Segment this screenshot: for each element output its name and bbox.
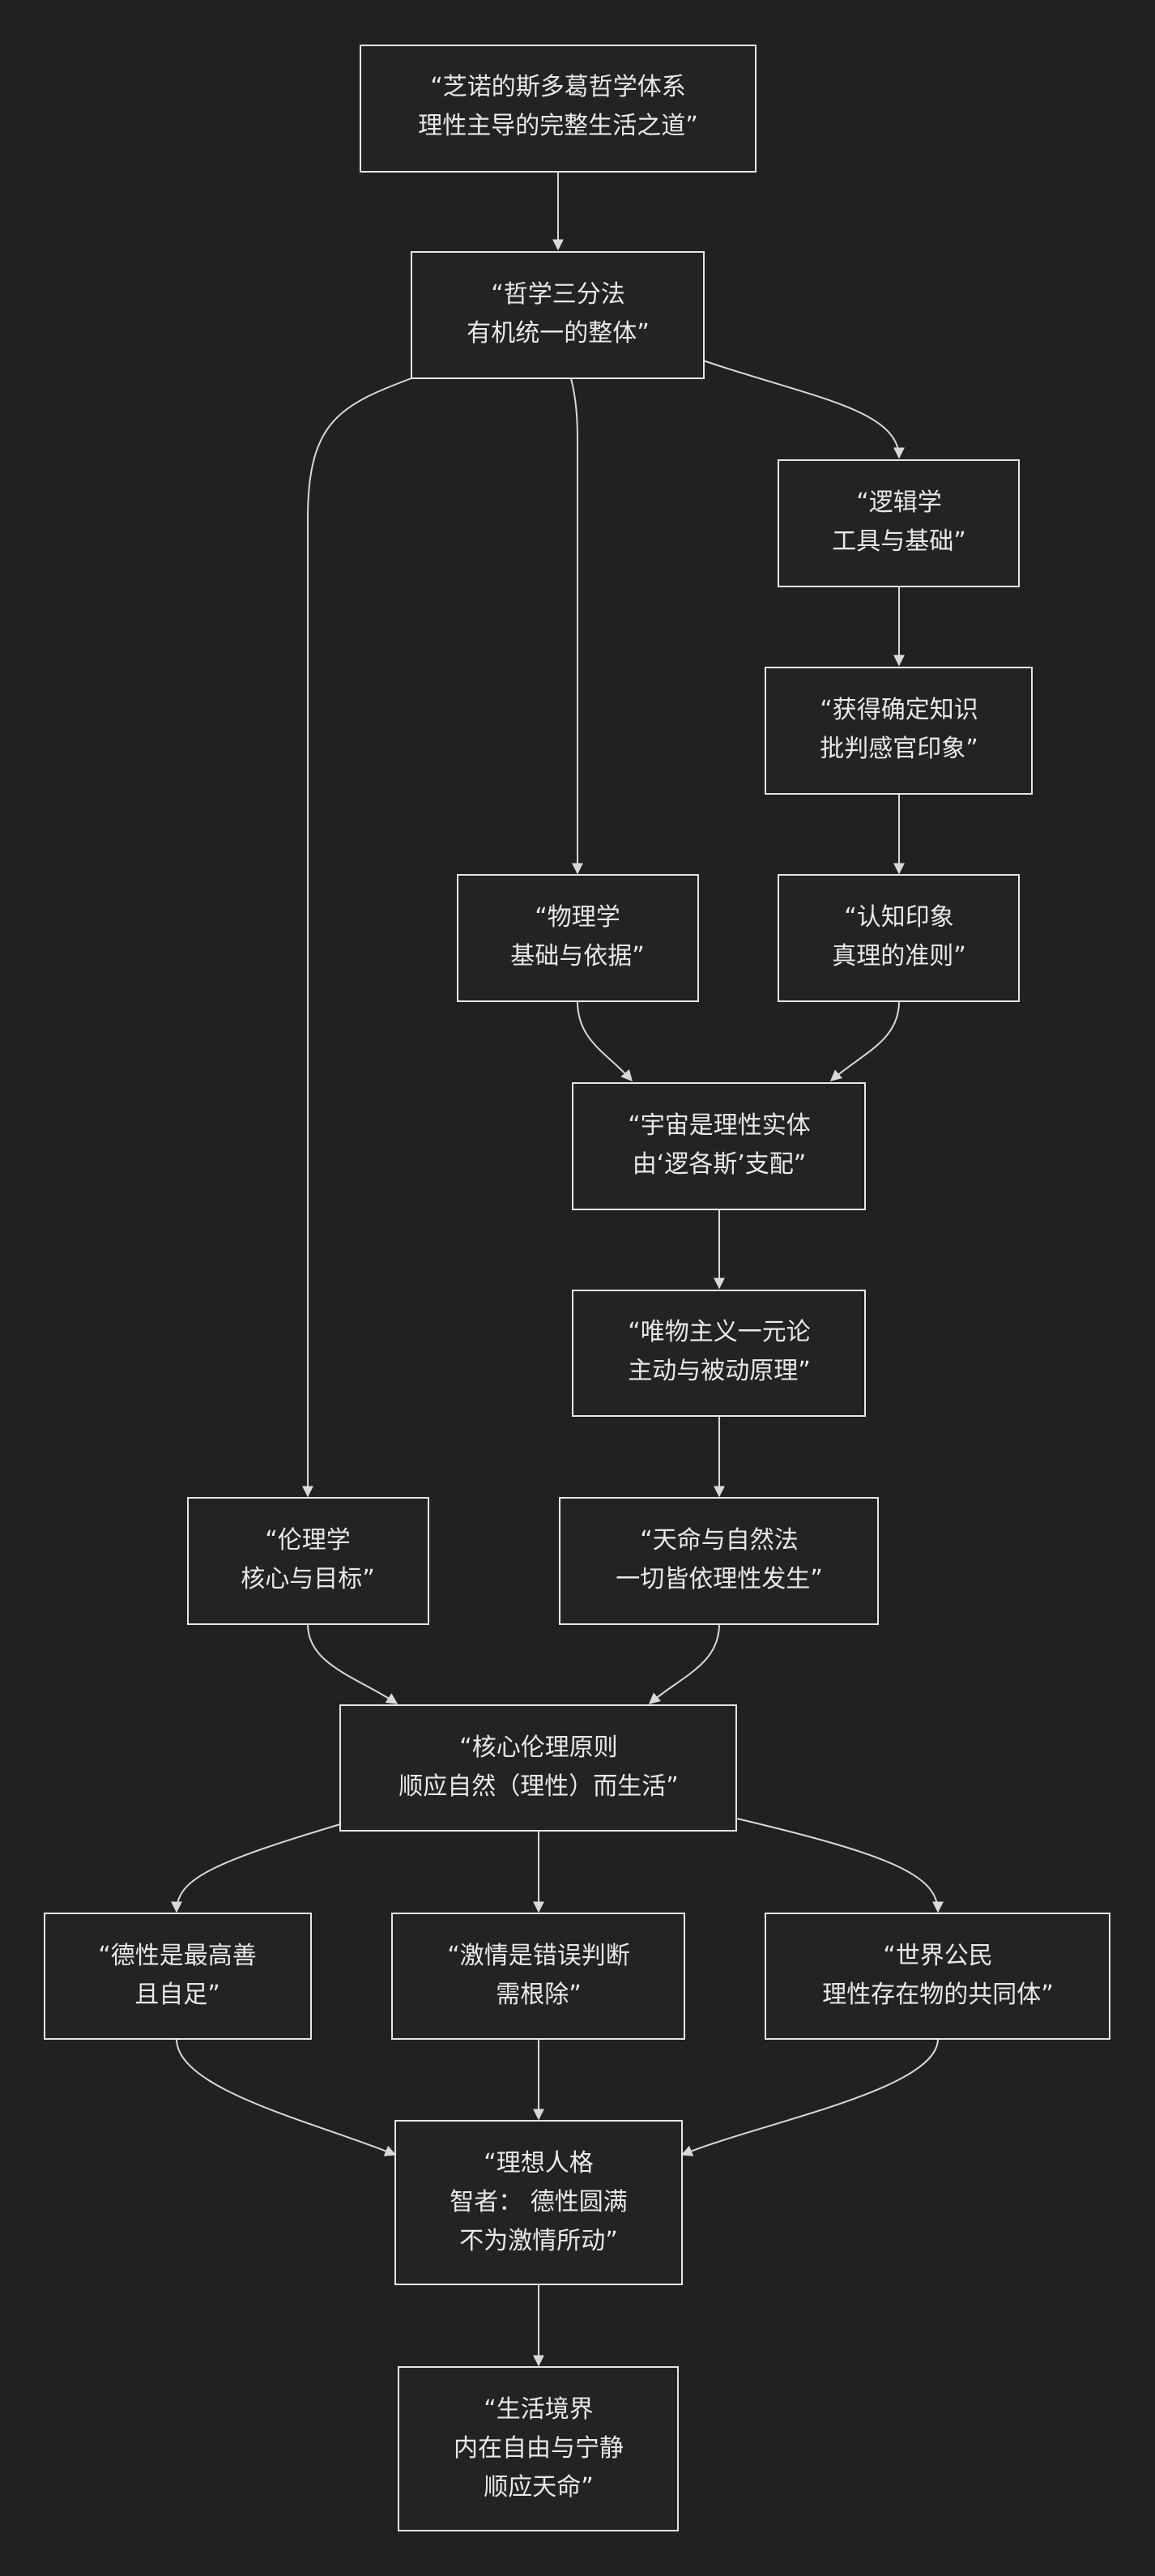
node-principle: “核心伦理原则 顺应自然（理性）而生活” (339, 1704, 737, 1832)
node-sage-line-2: 智者： 德性圆满 (450, 2188, 628, 2216)
node-life-line-3: 顺应天命” (484, 2473, 594, 2501)
node-life: “生活境界 内在自由与宁静 顺应天命” (398, 2366, 679, 2531)
node-cosmopolitan-line-2: 理性存在物的共同体” (822, 1981, 1054, 2009)
node-cosmopolitan: “世界公民 理性存在物的共同体” (765, 1913, 1110, 2040)
node-cosmos-line-2: 由‘逻各斯’支配” (633, 1150, 807, 1179)
node-fate-line-2: 一切皆依理性发生” (616, 1565, 823, 1593)
node-monism-line-1: “唯物主义一元论 (628, 1318, 811, 1346)
node-principle-line-2: 顺应自然（理性）而生活” (398, 1772, 679, 1801)
edge-tripartite-to-ethics (302, 377, 412, 1498)
node-tripartite: “哲学三分法 有机统一的整体” (411, 251, 705, 379)
node-root-line-1: “芝诺的斯多葛哲学体系 (430, 73, 686, 101)
node-cognitive-line-2: 真理的准则” (832, 942, 966, 970)
node-ethics-line-2: 核心与目标” (241, 1565, 375, 1593)
node-root-line-2: 理性主导的完整生活之道” (418, 112, 698, 140)
edge-principle-to-cosmopolitan (736, 1818, 944, 1913)
node-knowledge-line-2: 批判感官印象” (820, 735, 978, 763)
edge-ethics-to-principle (307, 1623, 398, 1704)
node-sage-line-3: 不为激情所动” (459, 2227, 618, 2255)
edge-physics-to-cosmos (577, 1000, 633, 1082)
node-passion: “激情是错误判断 需根除” (391, 1913, 685, 2040)
node-cognitive: “认知印象 真理的准则” (778, 874, 1020, 1002)
edge-virtue-to-sage (176, 2038, 397, 2156)
node-cosmos-line-1: “宇宙是理性实体 (628, 1111, 811, 1140)
node-ethics-line-1: “伦理学 (265, 1526, 351, 1555)
node-physics: “物理学 基础与依据” (457, 874, 699, 1002)
node-passion-line-2: 需根除” (496, 1981, 582, 2009)
node-principle-line-1: “核心伦理原则 (459, 1734, 618, 1762)
node-virtue: “德性是最高善 且自足” (44, 1913, 312, 2040)
node-logic-line-2: 工具与基础” (832, 527, 966, 556)
node-cognitive-line-1: “认知印象 (844, 903, 954, 932)
node-cosmos: “宇宙是理性实体 由‘逻各斯’支配” (572, 1082, 866, 1210)
node-life-line-2: 内在自由与宁静 (454, 2434, 624, 2463)
node-passion-line-1: “激情是错误判断 (447, 1942, 630, 1970)
node-physics-line-1: “物理学 (535, 903, 620, 932)
node-root: “芝诺的斯多葛哲学体系 理性主导的完整生活之道” (360, 45, 757, 173)
node-cosmopolitan-line-1: “世界公民 (883, 1942, 993, 1970)
node-fate-line-1: “天命与自然法 (640, 1526, 799, 1555)
node-logic: “逻辑学 工具与基础” (778, 459, 1020, 587)
node-knowledge: “获得确定知识 批判感官印象” (765, 667, 1033, 795)
edge-tripartite-to-logic (702, 360, 905, 459)
node-tripartite-line-2: 有机统一的整体” (467, 319, 650, 348)
node-life-line-1: “生活境界 (484, 2395, 594, 2424)
node-virtue-line-2: 且自足” (134, 1981, 220, 2009)
node-monism: “唯物主义一元论 主动与被动原理” (572, 1290, 866, 1417)
node-logic-line-1: “逻辑学 (856, 488, 942, 517)
node-tripartite-line-1: “哲学三分法 (491, 280, 625, 309)
edge-cognitive-to-cosmos (829, 1000, 900, 1081)
node-virtue-line-1: “德性是最高善 (98, 1942, 257, 1970)
node-knowledge-line-1: “获得确定知识 (820, 696, 978, 724)
edge-tripartite-to-physics (570, 377, 583, 875)
node-fate: “天命与自然法 一切皆依理性发生” (559, 1497, 879, 1625)
node-monism-line-2: 主动与被动原理” (628, 1357, 811, 1385)
node-ethics: “伦理学 核心与目标” (187, 1497, 429, 1625)
connector-layer (171, 172, 944, 2367)
edge-cosmopolitan-to-sage (680, 2038, 939, 2156)
edge-fate-to-principle (648, 1623, 720, 1704)
node-sage: “理想人格 智者： 德性圆满 不为激情所动” (394, 2120, 683, 2285)
node-layer: “芝诺的斯多葛哲学体系 理性主导的完整生活之道” “哲学三分法 有机统一的整体”… (44, 45, 1110, 2531)
node-physics-line-2: 基础与依据” (510, 942, 645, 970)
edge-principle-to-virtue (171, 1823, 341, 1913)
node-sage-line-1: “理想人格 (484, 2149, 594, 2177)
